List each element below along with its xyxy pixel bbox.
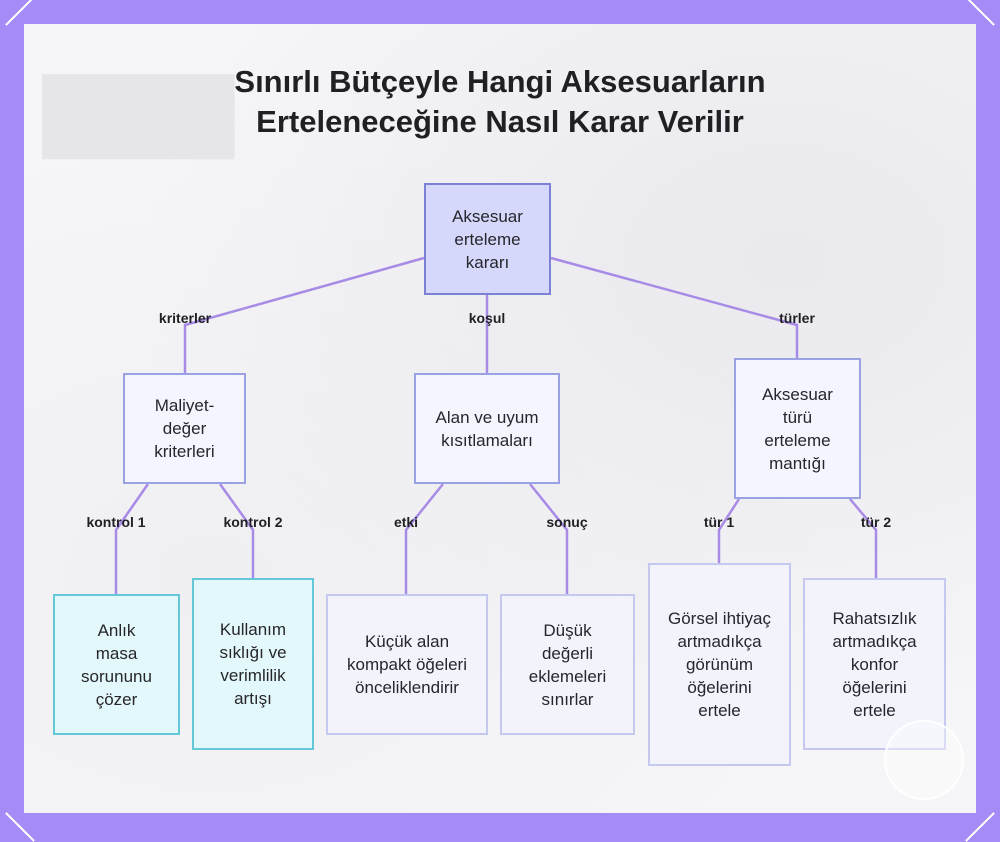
edge-type-comfort [850,499,876,578]
edge-label-condition: koşul [469,310,506,326]
edge-label-type-1: tür 1 [704,514,734,530]
edge-type-visual [719,499,739,563]
node-compact-priority: Küçük alan kompakt öğeleri önceliklendir… [326,594,488,735]
edge-root-type [551,258,797,358]
node-space-constraints: Alan ve uyum kısıtlamaları [414,373,560,484]
watermark-logo-icon [884,720,964,800]
node-accessory-type-logic: Aksesuar türü erteleme mantığı [734,358,861,499]
edge-root-cost [185,258,424,373]
edge-label-type-2: tür 2 [861,514,891,530]
edge-label-effect: etki [394,514,418,530]
node-usage-frequency: Kullanım sıklığı ve verimlilik artışı [192,578,314,750]
edge-label-types: türler [779,310,815,326]
edge-space-compact [406,484,443,594]
edge-label-control-2: kontrol 2 [223,514,282,530]
node-root-decision: Aksesuar erteleme kararı [424,183,551,295]
node-instant-desk-fix: Anlık masa sorununu çözer [53,594,180,735]
node-cost-value-criteria: Maliyet-değer kriterleri [123,373,246,484]
edge-label-control-1: kontrol 1 [86,514,145,530]
edge-cost-usage [220,484,253,578]
edge-space-lowvalue [530,484,567,594]
node-limit-low-value: Düşük değerli eklemeleri sınırlar [500,594,635,735]
edge-cost-instant [116,484,148,594]
node-defer-visual: Görsel ihtiyaç artmadıkça görünüm öğeler… [648,563,791,766]
edge-label-criteria: kriterler [159,310,211,326]
edge-label-result: sonuç [546,514,587,530]
